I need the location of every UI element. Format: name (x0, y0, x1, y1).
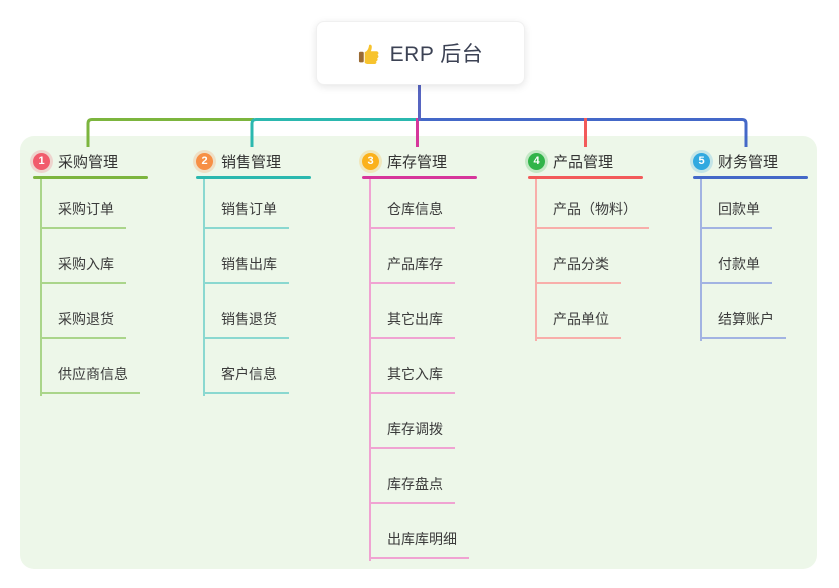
branch-label[interactable]: 4 产品管理 (528, 150, 613, 172)
child-item[interactable]: 其它出库 (369, 309, 455, 339)
branch-number-badge: 1 (33, 152, 50, 170)
child-item[interactable]: 采购订单 (40, 199, 126, 229)
child-item[interactable]: 仓库信息 (369, 199, 455, 229)
branch-number-badge: 2 (196, 152, 213, 170)
child-item[interactable]: 采购入库 (40, 254, 126, 284)
child-item[interactable]: 其它入库 (369, 364, 455, 394)
branch-title: 销售管理 (221, 153, 282, 171)
branch-label[interactable]: 2 销售管理 (196, 150, 281, 172)
child-item[interactable]: 采购退货 (40, 309, 126, 339)
branch-title: 采购管理 (58, 153, 119, 171)
branch-underline (693, 176, 808, 179)
child-item[interactable]: 库存盘点 (369, 474, 455, 504)
child-item[interactable]: 产品分类 (535, 254, 621, 284)
branch-title: 库存管理 (387, 153, 448, 171)
child-item[interactable]: 销售出库 (203, 254, 289, 284)
child-item[interactable]: 产品单位 (535, 309, 621, 339)
child-item[interactable]: 客户信息 (203, 364, 289, 394)
branches-panel (20, 136, 817, 569)
child-item[interactable]: 回款单 (700, 199, 772, 229)
child-item[interactable]: 供应商信息 (40, 364, 140, 394)
root-node[interactable]: ERP 后台 (316, 21, 525, 85)
branch-underline (33, 176, 148, 179)
branch-child-connector (700, 179, 702, 341)
branch-title: 产品管理 (553, 153, 614, 171)
branch-number-badge: 3 (362, 152, 379, 170)
branch-number-badge: 5 (693, 152, 710, 170)
branch-child-connector (40, 179, 42, 396)
child-item[interactable]: 付款单 (700, 254, 772, 284)
child-item[interactable]: 产品（物料） (535, 199, 649, 229)
branch-child-connector (203, 179, 205, 396)
child-item[interactable]: 出库库明细 (369, 529, 469, 559)
branch-label[interactable]: 3 库存管理 (362, 150, 447, 172)
branch-child-connector (535, 179, 537, 341)
branch-child-connector (369, 179, 371, 561)
branch-title: 财务管理 (718, 153, 779, 171)
branch-underline (528, 176, 643, 179)
root-label: ERP 后台 (389, 43, 484, 66)
child-item[interactable]: 结算账户 (700, 309, 786, 339)
child-item[interactable]: 销售订单 (203, 199, 289, 229)
branch-number-badge: 4 (528, 152, 545, 170)
branch-label[interactable]: 5 财务管理 (693, 150, 778, 172)
branch-label[interactable]: 1 采购管理 (33, 150, 118, 172)
branch-underline (362, 176, 477, 179)
thumbs-up-icon (358, 42, 381, 65)
child-item[interactable]: 库存调拨 (369, 419, 455, 449)
child-item[interactable]: 销售退货 (203, 309, 289, 339)
child-item[interactable]: 产品库存 (369, 254, 455, 284)
branch-underline (196, 176, 311, 179)
